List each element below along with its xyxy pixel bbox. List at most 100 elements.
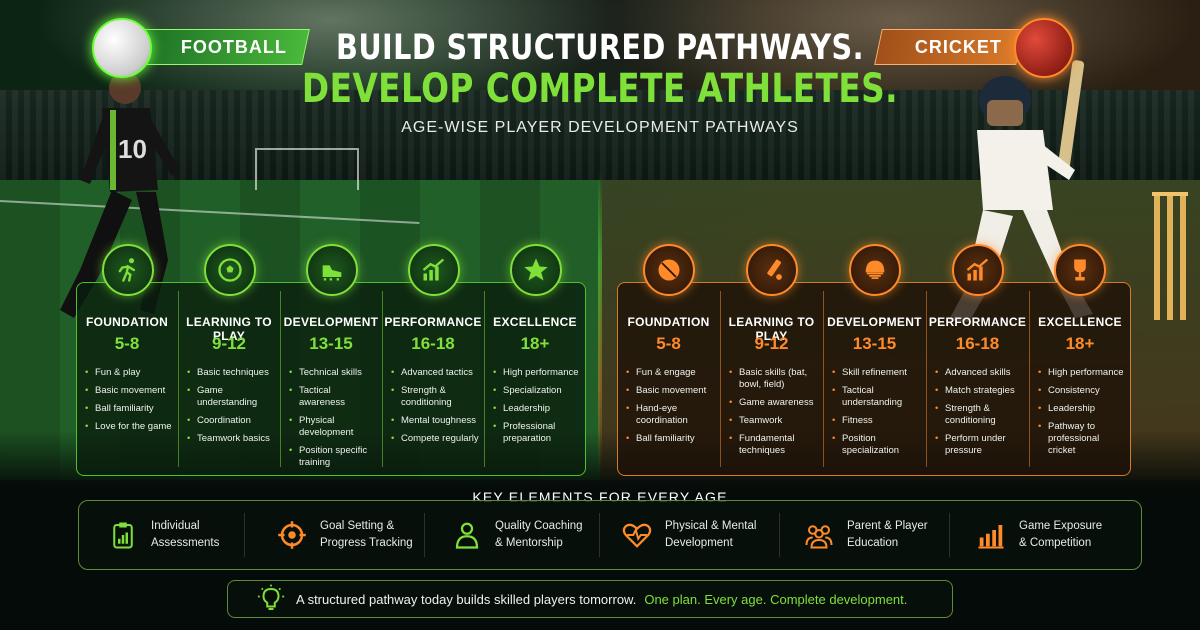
stage-point: Fundamental techniques bbox=[729, 433, 818, 457]
key-element-label: Game Exposure & Competition bbox=[1019, 520, 1103, 549]
stage-points: Fun & engage Basic movement Hand-eye coo… bbox=[626, 367, 715, 451]
stage-point: Specialization bbox=[493, 385, 581, 397]
stage-point: Game understanding bbox=[187, 385, 275, 409]
football-stage-learning: LEARNING TO PLAY 9-12 Basic techniques G… bbox=[179, 283, 279, 475]
stage-point: Teamwork basics bbox=[187, 433, 275, 445]
stage-age: 16-18 bbox=[411, 334, 455, 353]
helmet-icon bbox=[849, 244, 901, 296]
key-divider bbox=[599, 513, 600, 557]
soccer-ball-icon bbox=[204, 244, 256, 296]
stage-point: Teamwork bbox=[729, 415, 818, 427]
stage-point: Basic techniques bbox=[187, 367, 275, 379]
stage-age: 5-8 bbox=[114, 334, 140, 353]
key-divider bbox=[949, 513, 950, 557]
football-stage-excellence: EXCELLENCE 18+ High performance Speciali… bbox=[485, 283, 585, 475]
stage-point: Strength & conditioning bbox=[935, 403, 1024, 427]
stage-title: FOUNDATION bbox=[85, 315, 169, 329]
stage-point: Ball familiarity bbox=[85, 403, 173, 415]
trophy-icon bbox=[1054, 244, 1106, 296]
stage-age: 13-15 bbox=[309, 334, 353, 353]
stage-divider bbox=[484, 291, 485, 467]
football-stage-foundation: FOUNDATION 5-8 Fun & play Basic movement… bbox=[77, 283, 177, 475]
target-icon bbox=[274, 517, 310, 553]
key-element-label: Physical & Mental Development bbox=[665, 520, 757, 549]
coach-icon bbox=[449, 517, 485, 553]
key-elements-panel: Individual Assessments Goal Setting & Pr… bbox=[78, 500, 1142, 570]
stage-point: Professional preparation bbox=[493, 421, 581, 445]
lightbulb-icon bbox=[257, 584, 285, 610]
stage-point: Basic skills (bat, bowl, field) bbox=[729, 367, 818, 391]
stage-point: Love for the game bbox=[85, 421, 173, 433]
key-element-label: Individual Assessments bbox=[151, 520, 220, 549]
football-goal bbox=[255, 148, 359, 190]
stage-title: EXCELLENCE bbox=[1038, 315, 1122, 329]
stage-divider bbox=[280, 291, 281, 467]
running-icon bbox=[102, 244, 154, 296]
football-stage-development: DEVELOPMENT 13-15 Technical skills Tacti… bbox=[281, 283, 381, 475]
page-subtitle: AGE-WISE PLAYER DEVELOPMENT PATHWAYS bbox=[401, 119, 799, 136]
center-divider bbox=[598, 170, 602, 480]
stage-point: Tactical understanding bbox=[832, 385, 921, 409]
heart-pulse-icon bbox=[619, 517, 655, 553]
growth-chart-icon bbox=[408, 244, 460, 296]
stage-point: Hand-eye coordination bbox=[626, 403, 715, 427]
cricket-stage-performance: PERFORMANCE 16-18 Advanced skills Match … bbox=[927, 283, 1028, 475]
stage-point: Leadership bbox=[1038, 403, 1126, 415]
stage-age: 18+ bbox=[520, 334, 550, 353]
stage-point: Physical development bbox=[289, 415, 377, 439]
football-pathway-panel: FOUNDATION 5-8 Fun & play Basic movement… bbox=[76, 282, 586, 476]
key-element-label: Goal Setting & Progress Tracking bbox=[320, 520, 413, 549]
football-stage-performance: PERFORMANCE 16-18 Advanced tactics Stren… bbox=[383, 283, 483, 475]
cricket-ball-icon bbox=[643, 244, 695, 296]
stage-point: Game awareness bbox=[729, 397, 818, 409]
stage-point: High performance bbox=[493, 367, 581, 379]
key-element-exposure: Game Exposure & Competition bbox=[973, 511, 1102, 559]
stage-title: EXCELLENCE bbox=[493, 315, 577, 329]
bar-chart-icon bbox=[973, 517, 1009, 553]
stage-point: Technical skills bbox=[289, 367, 377, 379]
stage-point: Position specialization bbox=[832, 433, 921, 457]
stage-point: Fun & engage bbox=[626, 367, 715, 379]
stage-point: Tactical awareness bbox=[289, 385, 377, 409]
key-element-development: Physical & Mental Development bbox=[619, 511, 756, 559]
stage-age: 18+ bbox=[1065, 334, 1095, 353]
stage-age: 5-8 bbox=[656, 334, 681, 353]
stage-point: Mental toughness bbox=[391, 415, 479, 427]
soccer-ball-icon bbox=[92, 18, 152, 78]
stage-points: Skill refinement Tactical understanding … bbox=[832, 367, 921, 463]
group-icon bbox=[801, 517, 837, 553]
stage-title: LEARNING TO PLAY bbox=[728, 315, 815, 343]
stage-divider bbox=[720, 291, 721, 467]
key-divider bbox=[779, 513, 780, 557]
svg-text:10: 10 bbox=[118, 134, 147, 164]
key-divider bbox=[244, 513, 245, 557]
stage-age: 9-12 bbox=[754, 334, 789, 353]
footer-banner: A structured pathway today builds skille… bbox=[227, 580, 953, 618]
cricket-stage-learning: LEARNING TO PLAY 9-12 Basic skills (bat,… bbox=[721, 283, 822, 475]
stage-point: Basic movement bbox=[85, 385, 173, 397]
stage-point: Advanced tactics bbox=[391, 367, 479, 379]
cricket-stage-development: DEVELOPMENT 13-15 Skill refinement Tacti… bbox=[824, 283, 925, 475]
cricket-ball-icon bbox=[1014, 18, 1074, 78]
stage-points: High performance Specialization Leadersh… bbox=[493, 367, 581, 451]
star-icon bbox=[510, 244, 562, 296]
cricket-bat-icon bbox=[746, 244, 798, 296]
stage-point: Strength & conditioning bbox=[391, 385, 479, 409]
stage-age: 9-12 bbox=[211, 334, 247, 353]
stage-point: Pathway to professional cricket bbox=[1038, 421, 1126, 457]
key-element-label: Parent & Player Education bbox=[847, 520, 928, 549]
stage-point: Fun & play bbox=[85, 367, 173, 379]
key-element-assessments: Individual Assessments bbox=[105, 511, 219, 559]
stage-title: FOUNDATION bbox=[627, 315, 710, 329]
cricket-stumps bbox=[1152, 192, 1188, 320]
stage-point: Match strategies bbox=[935, 385, 1024, 397]
stage-points: Basic skills (bat, bowl, field) Game awa… bbox=[729, 367, 818, 463]
key-element-label: Quality Coaching & Mentorship bbox=[495, 520, 583, 549]
growth-chart-icon bbox=[952, 244, 1004, 296]
stage-title: DEVELOPMENT bbox=[827, 315, 922, 329]
cricket-pathway-panel: FOUNDATION 5-8 Fun & engage Basic moveme… bbox=[617, 282, 1131, 476]
key-element-coaching: Quality Coaching & Mentorship bbox=[449, 511, 583, 559]
clipboard-chart-icon bbox=[105, 517, 141, 553]
stage-point: Advanced skills bbox=[935, 367, 1024, 379]
cricket-stage-foundation: FOUNDATION 5-8 Fun & engage Basic moveme… bbox=[618, 283, 719, 475]
